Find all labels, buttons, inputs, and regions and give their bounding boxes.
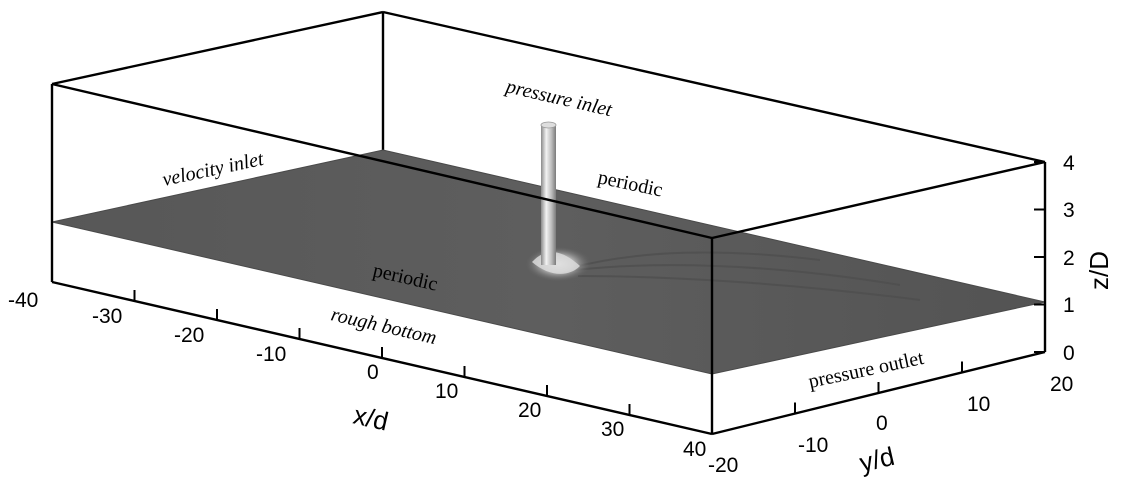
y-tick-label: 0: [876, 412, 888, 435]
z-axis-title: z/D: [1084, 251, 1114, 290]
z-tick-label: 4: [1063, 152, 1075, 175]
x-tick-label: 0: [367, 361, 379, 384]
x-tick-label: 10: [435, 380, 458, 403]
y-axis-title: y/d: [857, 441, 898, 478]
cylinder: [540, 121, 557, 265]
y-tick-label: 10: [967, 393, 990, 416]
x-tick-label: 40: [683, 438, 706, 461]
x-tick-label: -20: [174, 324, 204, 347]
z-tick-label: 1: [1063, 294, 1075, 317]
y-tick-labels: -20 -10 0 10 20: [708, 373, 1073, 477]
x-tick-label: -30: [92, 305, 122, 328]
y-tick-label: -10: [798, 434, 828, 457]
x-tick-label: 30: [601, 418, 624, 441]
box-front-edges: [50, 82, 1047, 436]
z-tick-labels: 0 1 2 3 4: [1063, 152, 1075, 365]
box-back-edges: [51, 10, 1046, 164]
rough-bottom-label: rough bottom: [329, 303, 439, 349]
y-tick-label: 20: [1050, 373, 1073, 396]
z-axis-ticks: [1034, 161, 1045, 353]
pressure-inlet-label: pressure inlet: [502, 75, 615, 121]
x-tick-label: -10: [256, 343, 286, 366]
x-tick-label: -40: [8, 289, 38, 312]
x-tick-label: 20: [518, 399, 541, 422]
x-axis-title: x/d: [351, 400, 392, 437]
z-tick-label: 3: [1063, 199, 1075, 222]
y-axis-ticks: [711, 341, 1046, 434]
x-tick-labels: -40 -30 -20 -10 0 10 20 30 40: [8, 289, 706, 461]
periodic-far-label: periodic: [596, 166, 665, 201]
cylinder-top: [540, 121, 557, 129]
z-tick-label: 0: [1063, 342, 1075, 365]
z-tick-label: 2: [1063, 247, 1075, 270]
y-tick-label: -20: [708, 454, 738, 477]
cylinder-body: [541, 125, 556, 265]
